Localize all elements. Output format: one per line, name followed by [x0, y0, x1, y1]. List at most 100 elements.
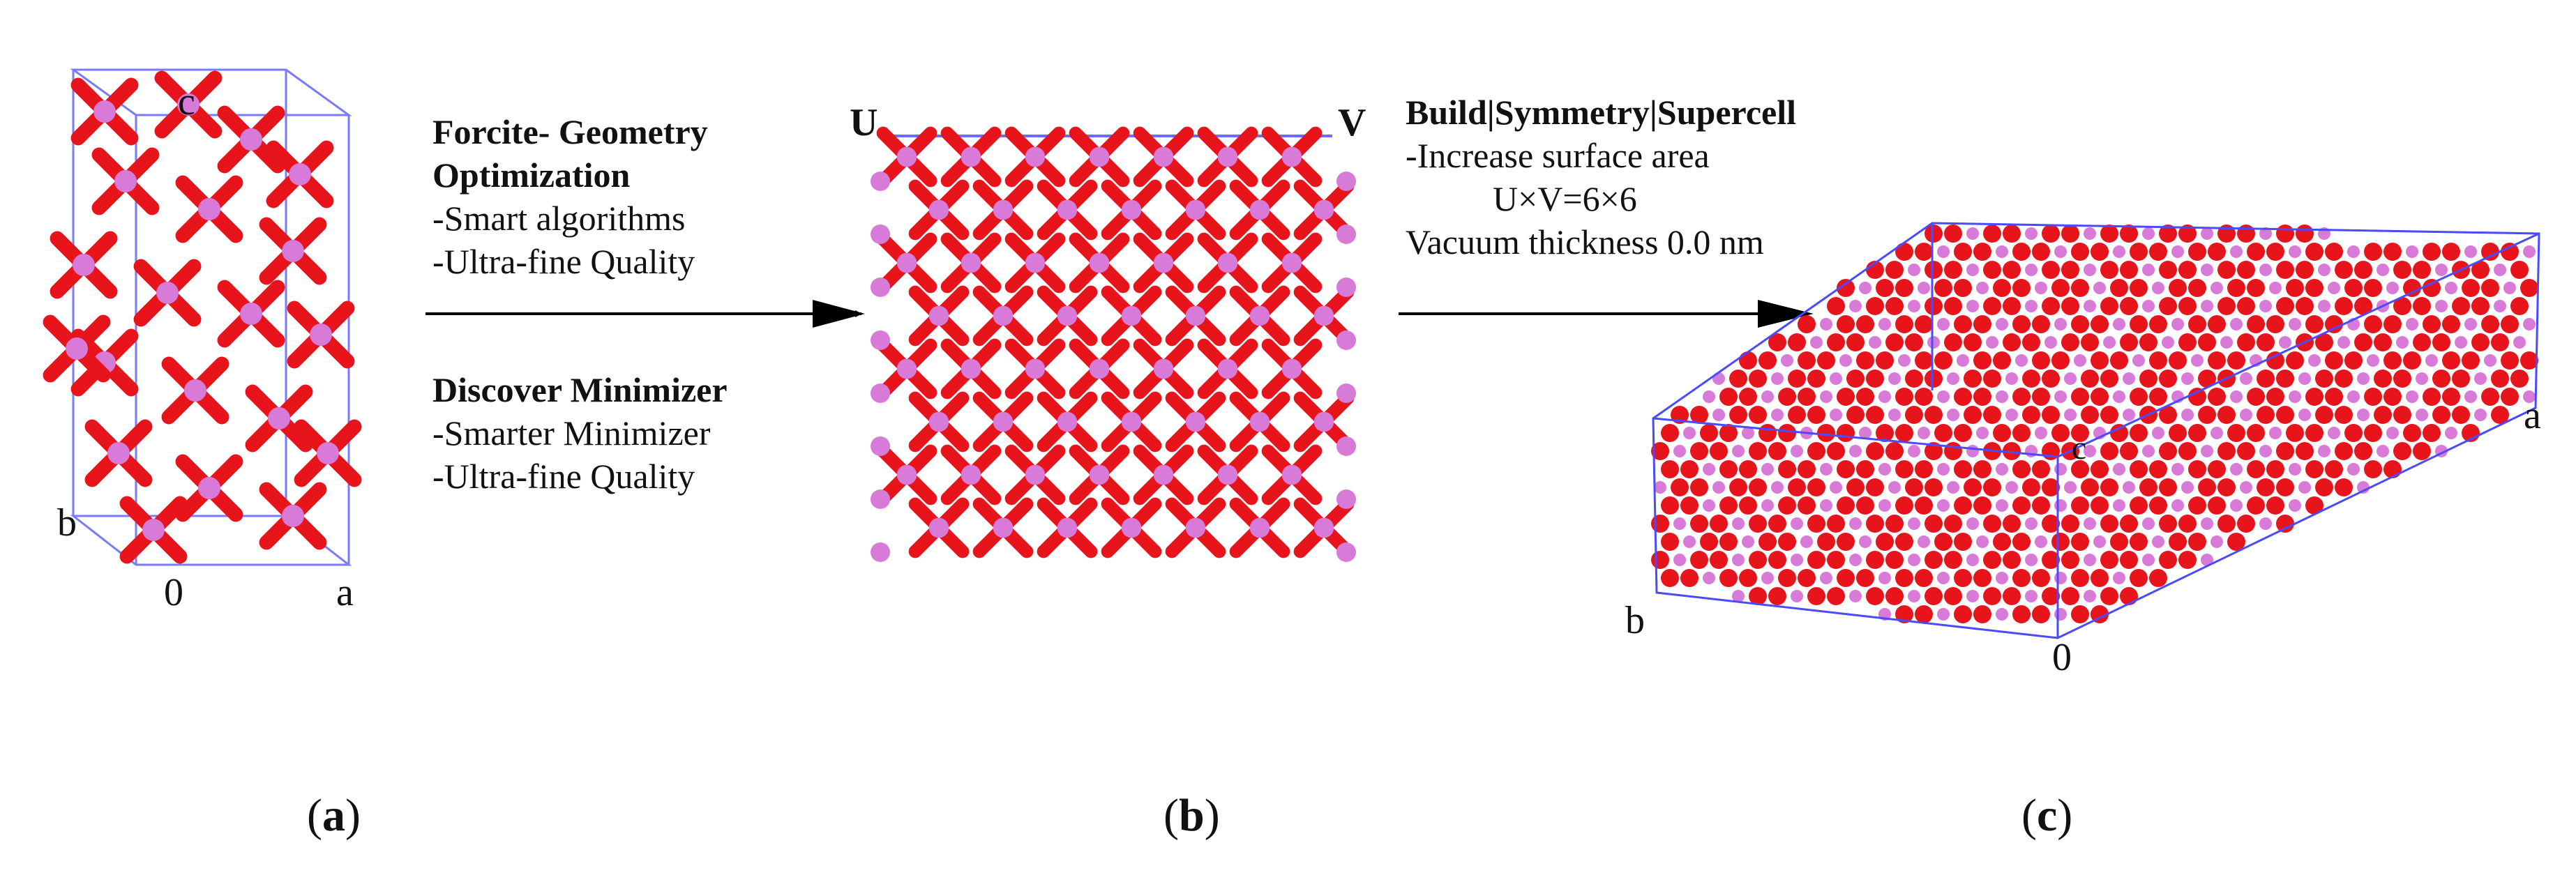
silicon-atom — [1976, 427, 1989, 439]
oxygen-atom — [1837, 569, 1855, 587]
oxygen-atom — [1876, 279, 1894, 297]
oxygen-atom — [1934, 279, 1952, 297]
oxygen-atom — [2305, 424, 2323, 442]
silicon-atom — [2259, 445, 2272, 457]
oxygen-atom — [2208, 460, 2226, 478]
oxygen-atom — [2442, 351, 2460, 370]
oxygen-atom — [1944, 225, 1962, 243]
silicon-atom — [2230, 499, 2243, 512]
silicon-atom — [1732, 554, 1745, 566]
silicon-atom — [2435, 300, 2448, 312]
oxygen-atom — [2237, 515, 2255, 533]
oxygen-atom — [1798, 460, 1816, 478]
oxygen-atom — [2442, 388, 2460, 406]
silicon-atom — [1859, 535, 1871, 548]
oxygen-atom — [2257, 333, 2275, 351]
oxygen-atom — [2383, 243, 2402, 261]
oxygen-atom — [1954, 279, 1972, 297]
oxygen-atom — [1778, 460, 1796, 478]
oxygen-atom — [1925, 442, 1943, 460]
silicon-atom — [2513, 336, 2526, 349]
oxygen-atom — [2286, 351, 2304, 370]
silicon-atom — [2347, 390, 2360, 403]
silicon-atom — [2054, 499, 2067, 512]
oxygen-atom — [2462, 351, 2480, 370]
oxygen-atom — [1661, 424, 1679, 442]
oxygen-atom — [1925, 551, 1943, 569]
oxygen-atom — [1944, 442, 1962, 460]
oxygen-atom — [2227, 351, 2245, 370]
oxygen-atom — [2305, 496, 2323, 515]
oxygen-atom — [2071, 533, 2089, 551]
oxygen-atom — [1856, 496, 1874, 515]
silicon-atom — [2044, 336, 2057, 349]
caption-b-close: ) — [1204, 790, 1220, 841]
silicon-atom — [2162, 336, 2174, 349]
silicon-atom — [1927, 336, 1940, 349]
panel-c-axis-a-label: a — [2524, 394, 2541, 437]
silicon-atom — [993, 411, 1014, 432]
silicon-atom — [1820, 463, 1832, 476]
oxygen-atom — [2247, 243, 2265, 261]
oxygen-atom — [1983, 261, 2001, 279]
oxygen-atom — [1944, 515, 1962, 533]
oxygen-atom — [2247, 424, 2265, 442]
silicon-atom — [282, 240, 304, 262]
silicon-atom — [1057, 305, 1078, 326]
silicon-atom — [2171, 499, 2184, 512]
oxygen-atom — [2266, 243, 2284, 261]
oxygen-atom — [2227, 424, 2245, 442]
oxygen-atom — [2286, 424, 2304, 442]
oxygen-atom — [1749, 478, 1767, 496]
oxygen-atom — [2120, 225, 2138, 243]
caption-c-open: ( — [2021, 790, 2037, 841]
oxygen-atom — [2100, 442, 2118, 460]
silicon-atom — [2406, 245, 2418, 258]
oxygen-atom — [2266, 351, 2284, 370]
silicon-atom — [1313, 517, 1334, 538]
oxygen-atom — [2188, 496, 2206, 515]
oxygen-atom — [2364, 424, 2382, 442]
oxygen-atom — [2296, 297, 2314, 315]
oxygen-atom — [1827, 551, 1845, 569]
oxygen-atom — [2100, 406, 2118, 424]
oxygen-atom — [1651, 515, 1669, 533]
oxygen-atom — [1925, 478, 1943, 496]
oxygen-atom — [1944, 551, 1962, 569]
oxygen-atom — [2442, 315, 2460, 333]
oxygen-atom — [1719, 424, 1738, 442]
oxygen-atom — [1973, 351, 1991, 370]
oxygen-atom — [2198, 333, 2216, 351]
oxygen-atom — [1661, 496, 1679, 515]
panel-a-atoms — [43, 70, 362, 564]
oxygen-atom — [1925, 587, 1943, 605]
oxygen-atom — [2042, 587, 2060, 605]
oxygen-atom — [2169, 279, 2187, 297]
silicon-atom — [1281, 358, 1302, 379]
oxygen-atom — [1837, 460, 1855, 478]
silicon-atom — [1908, 445, 1920, 457]
oxygen-atom — [2491, 370, 2509, 388]
silicon-atom — [1089, 358, 1110, 379]
silicon-atom — [1849, 590, 1862, 602]
oxygen-atom — [2354, 333, 2372, 351]
silicon-atom — [1057, 199, 1078, 220]
oxygen-atom — [2120, 515, 2138, 533]
oxygen-atom — [2130, 315, 2148, 333]
step-1-title-line-1: Forcite- Geometry — [432, 112, 708, 151]
caption-b-open: ( — [1163, 790, 1179, 841]
step-2-item-1: -Increase surface area — [1406, 136, 1710, 175]
silicon-atom — [2289, 245, 2301, 258]
oxygen-atom — [2159, 225, 2177, 243]
oxygen-atom — [2100, 370, 2118, 388]
oxygen-atom — [2325, 388, 2343, 406]
oxygen-atom — [2335, 442, 2353, 460]
oxygen-atom — [2374, 370, 2392, 388]
silicon-atom — [1859, 427, 1871, 439]
silicon-atom — [2494, 264, 2506, 276]
silicon-atom — [282, 505, 304, 527]
silicon-atom — [1712, 409, 1725, 421]
oxygen-atom — [2393, 297, 2411, 315]
silicon-atom — [1986, 336, 1998, 349]
oxygen-atom — [1827, 587, 1845, 605]
